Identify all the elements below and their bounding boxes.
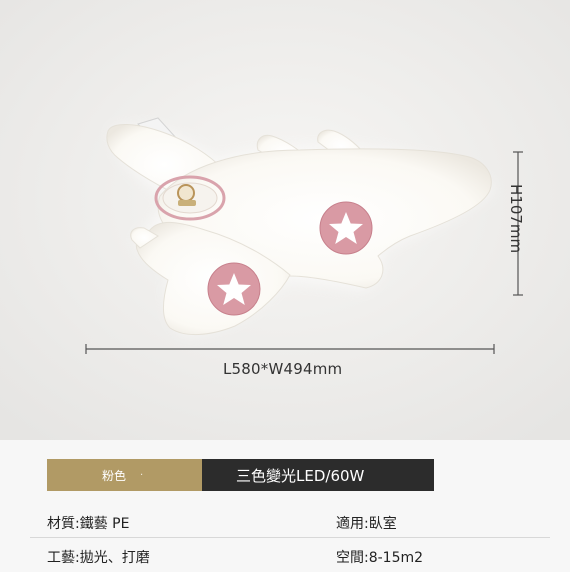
height-dimension-label: H107mm: [507, 184, 525, 254]
cockpit-fixture: [178, 200, 196, 206]
height-dimension-line: [513, 151, 523, 296]
side-fin: [130, 227, 159, 249]
color-option[interactable]: 粉色 ·: [47, 459, 202, 491]
spec-process: 工藝:拋光、打磨: [47, 550, 150, 566]
cockpit-ring: [154, 175, 226, 221]
light-option[interactable]: 三色變光LED/60W: [202, 459, 434, 491]
light-label: 三色變光LED/60W: [236, 466, 365, 485]
star-badge-bottom: [207, 262, 261, 316]
star-icon: [217, 273, 251, 305]
product-photo: [0, 0, 570, 440]
divider: [30, 537, 550, 538]
color-label: 粉色: [102, 468, 127, 483]
star-badge-top: [319, 201, 373, 255]
dot-icon: ·: [140, 469, 144, 481]
star-icon: [329, 212, 363, 244]
spec-room: 適用:臥室: [336, 516, 397, 532]
cockpit-bulb: [177, 184, 195, 202]
spec-material: 材質:鐵藝 PE: [47, 516, 130, 532]
spec-space: 空間:8-15m2: [336, 550, 424, 566]
width-dimension-label: L580*W494mm: [223, 360, 343, 378]
airplane-lamp: [106, 124, 492, 336]
width-dimension-line: [85, 344, 495, 354]
